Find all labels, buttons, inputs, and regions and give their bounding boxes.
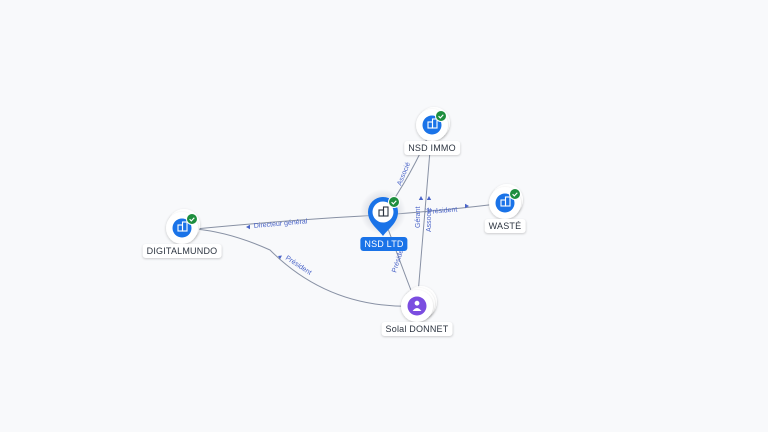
node-nsd-ltd[interactable] bbox=[360, 189, 406, 236]
arrow-associe-solal bbox=[426, 196, 432, 200]
node-label-nsd-immo[interactable]: NSD IMMO bbox=[404, 141, 460, 155]
node-nsd-immo[interactable] bbox=[416, 107, 450, 141]
verified-badge bbox=[435, 110, 447, 122]
check-icon bbox=[189, 217, 195, 222]
node-waste[interactable] bbox=[489, 184, 523, 219]
arrow-president-solal bbox=[278, 255, 282, 260]
edge-label-directeur-general: Directeur général bbox=[254, 218, 309, 230]
check-icon bbox=[438, 114, 444, 119]
edge-label-president-waste: Président bbox=[428, 206, 458, 216]
edge-label-associe-solal: Associé bbox=[426, 207, 433, 232]
building-icon bbox=[427, 118, 438, 129]
verified-badge bbox=[509, 188, 521, 200]
arrow-president-waste bbox=[465, 203, 469, 209]
verified-badge bbox=[186, 213, 198, 225]
edge-arrows bbox=[246, 196, 469, 260]
building-icon bbox=[378, 206, 389, 217]
building-icon bbox=[177, 221, 188, 232]
node-solal-donnet[interactable] bbox=[401, 286, 437, 322]
arrow-gerant bbox=[418, 196, 424, 200]
node-label-waste[interactable]: WASTÉ bbox=[484, 219, 526, 233]
edge-labels: Directeur général Président Associé Prés… bbox=[254, 161, 458, 277]
node-digitalmundo[interactable] bbox=[166, 209, 200, 244]
edge-solal-digitalmundo[interactable] bbox=[194, 228, 418, 307]
check-icon bbox=[512, 192, 518, 197]
edge-label-gerant: Gérant bbox=[415, 207, 422, 228]
node-label-nsd-ltd[interactable]: NSD LTD bbox=[360, 237, 408, 251]
arrow-directeur bbox=[246, 224, 250, 230]
node-label-solal-donnet[interactable]: Solal DONNET bbox=[381, 322, 453, 336]
verified-badge bbox=[388, 196, 400, 208]
building-icon bbox=[500, 196, 511, 207]
person-icon bbox=[412, 300, 422, 311]
check-icon bbox=[391, 200, 397, 205]
person-avatar bbox=[407, 296, 427, 316]
node-label-digitalmundo[interactable]: DIGITALMUNDO bbox=[142, 244, 222, 258]
